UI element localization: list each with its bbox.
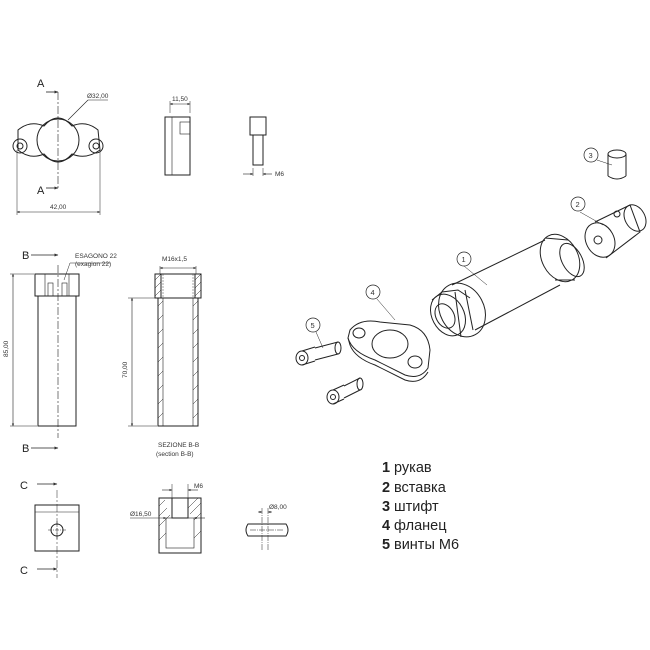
sleeve-hex-label: ESAGONO 22: [75, 253, 117, 260]
insert-side-view: [164, 101, 191, 176]
legend-text: рукав: [394, 460, 432, 476]
legend-text: фланец: [394, 518, 447, 534]
sleeve-section-view: [128, 266, 202, 427]
sleeve-hex-label-en: (exagion 22): [75, 261, 111, 268]
legend-number: 2: [382, 480, 390, 496]
sleeve-section-letter-top: B: [22, 250, 29, 262]
pin-isometric: [607, 149, 627, 180]
legend-text: вставка: [394, 480, 447, 496]
legend-number: 3: [382, 499, 390, 515]
parts-legend: 1 рукав 2 вставка 3 штифт 4 фланец 5 вин…: [382, 460, 459, 553]
insert-c-view: [34, 482, 80, 578]
pin-view: [245, 508, 289, 550]
bubble-screws: 5: [311, 321, 315, 330]
bubble-flange: 4: [371, 288, 375, 297]
legend-item: 5 винты М6: [382, 537, 459, 553]
section-thread-label: M16x1,5: [162, 256, 187, 263]
insert-width-label: 11,50: [172, 96, 188, 103]
screw-thread-label: M6: [275, 171, 284, 178]
sleeve-section-letter-bottom: B: [22, 443, 29, 455]
sleeve-front-view: [10, 253, 110, 450]
legend-item: 1 рукав: [382, 460, 432, 476]
legend-text: штифт: [394, 499, 439, 515]
sleeve-height-label: 85,00: [3, 340, 10, 357]
pin-diameter-label: Ø8,00: [269, 504, 287, 511]
bubble-sleeve: 1: [462, 255, 466, 264]
legend-number: 4: [382, 518, 390, 534]
flange-isometric: [347, 320, 431, 382]
screws-isometric: [295, 341, 364, 405]
legend-number: 5: [382, 537, 390, 553]
legend-number: 1: [382, 460, 390, 476]
section-title: SEZIONE B-B: [158, 442, 199, 449]
insert-section-view: [130, 484, 205, 554]
legend-item: 4 фланец: [382, 518, 447, 534]
bubble-insert: 2: [576, 200, 580, 209]
flange-section-letter-top: A: [37, 78, 45, 90]
exploded-isometric-view: [295, 147, 647, 405]
flange-section-letter-bottom: A: [37, 185, 45, 197]
legend-text: винты М6: [394, 537, 459, 553]
bubble-pin: 3: [589, 151, 593, 160]
c-section-letter-top: C: [20, 480, 28, 492]
legend-item: 3 штифт: [382, 499, 439, 515]
insert-diameter-label: Ø16,50: [130, 511, 152, 518]
c-section-letter-bottom: C: [20, 565, 28, 577]
legend-item: 2 вставка: [382, 480, 447, 496]
section-title-en: (section B-B): [156, 451, 194, 458]
section-height-label: 70,00: [122, 361, 129, 378]
insert-isometric: [584, 204, 647, 259]
sleeve-isometric: [429, 233, 585, 338]
flange-diameter-label: Ø32,00: [87, 93, 109, 100]
insert-thread-label: M6: [194, 483, 203, 490]
flange-width-label: 42,00: [50, 204, 67, 211]
screw-side-view: [243, 116, 272, 176]
flange-top-view: [12, 90, 108, 215]
